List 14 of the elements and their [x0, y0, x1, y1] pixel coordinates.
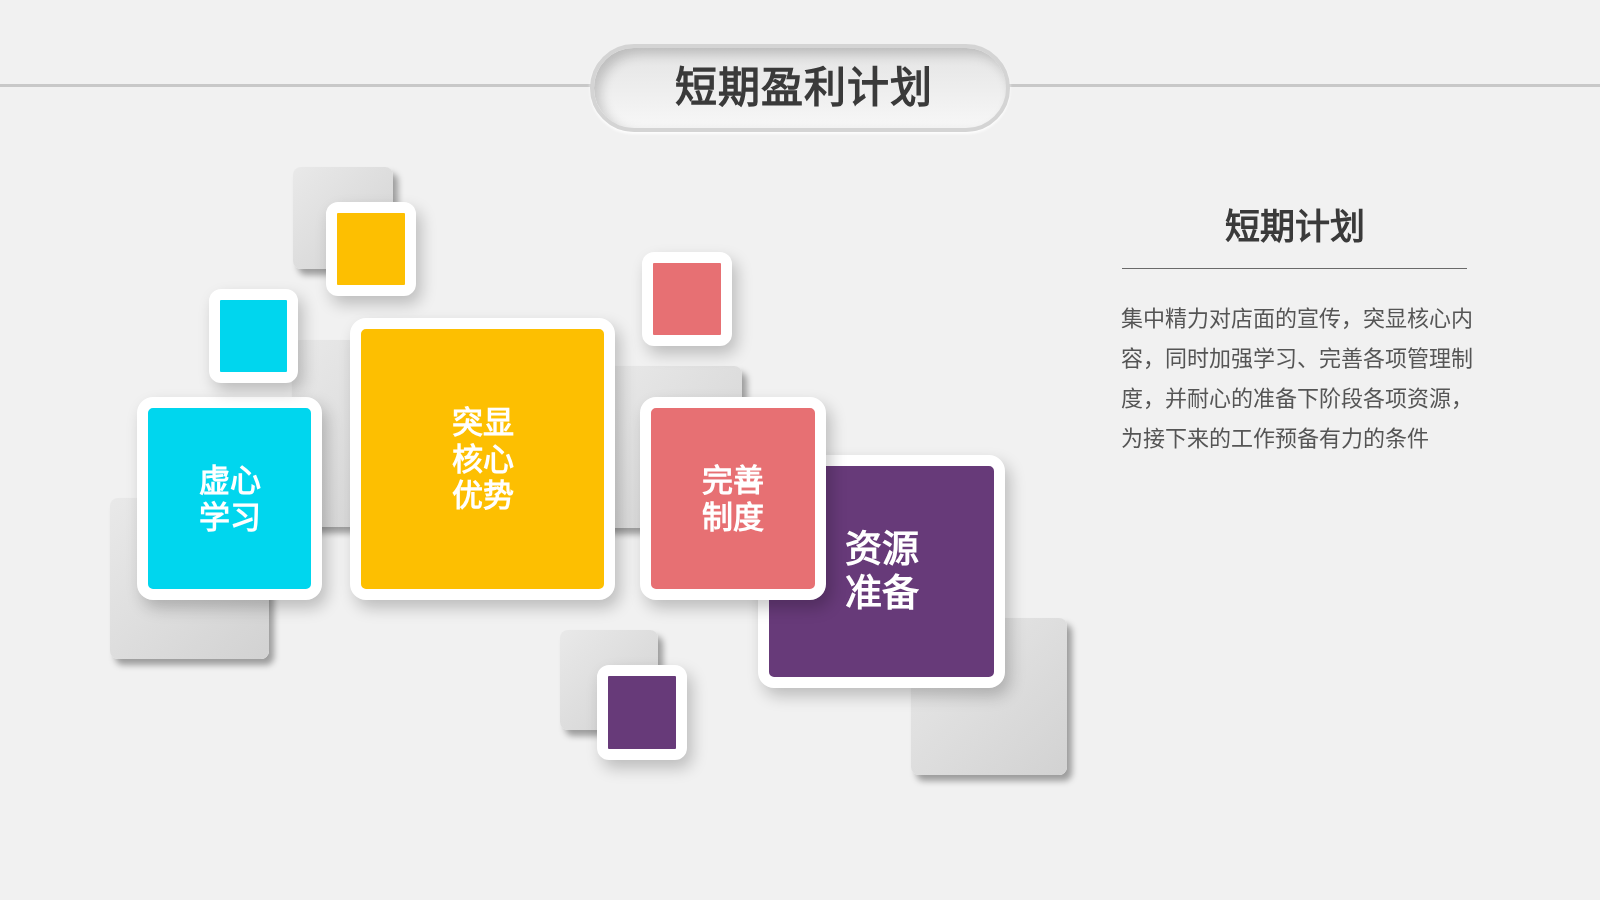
square-tile: [597, 665, 687, 760]
text-tile: [137, 397, 322, 600]
tile-label: 突显核心优势: [450, 404, 515, 514]
text-tile: [350, 318, 615, 600]
description-paragraph: 集中精力对店面的宣传，突显核心内容，同时加强学习、完善各项管理制度，并耐心的准备下阶段各项资源，为接下来的工作预备有力的条件: [1121, 305, 1474, 453]
square-tile: [209, 289, 298, 383]
tile-label: 完善制度: [701, 461, 765, 536]
tile-label: 虚心学习: [197, 461, 262, 536]
section-heading: 短期计划: [1223, 206, 1366, 248]
title: 短期盈利计划: [675, 67, 933, 109]
text-tile: [640, 397, 826, 600]
square-tile: [326, 202, 416, 296]
tile-label: 资源准备: [843, 527, 920, 616]
square-tile: [642, 252, 732, 346]
